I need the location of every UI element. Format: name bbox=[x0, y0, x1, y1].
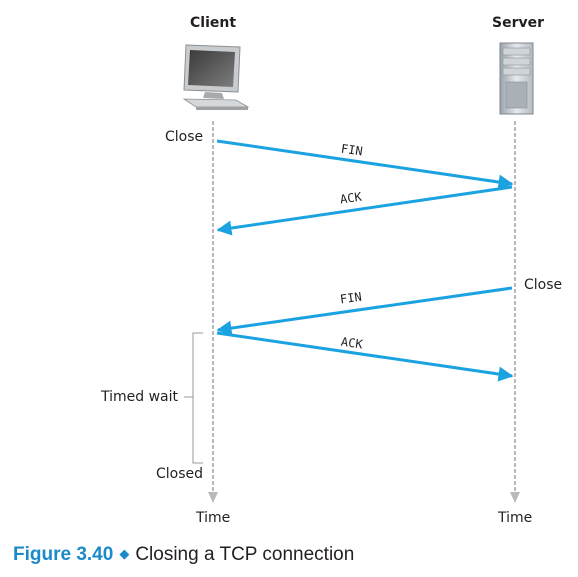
desktop-computer-icon bbox=[182, 44, 250, 110]
ack-arrow-client-to-server bbox=[216, 331, 514, 382]
timed-wait-label: Timed wait bbox=[101, 389, 179, 405]
server-time-label: Time bbox=[498, 510, 533, 526]
server-timeline-arrowhead bbox=[510, 492, 520, 503]
figure-number: Figure 3.40 bbox=[13, 544, 114, 565]
fin-arrow-server-to-client bbox=[216, 286, 513, 336]
client-label: Client bbox=[190, 15, 237, 31]
server-label: Server bbox=[492, 15, 545, 31]
server-tower-icon bbox=[499, 42, 534, 115]
message-label-fin-1: FIN bbox=[340, 141, 364, 159]
closed-label: Closed bbox=[156, 466, 204, 482]
diamond-icon: ◆ bbox=[119, 546, 130, 561]
message-label-fin-2: FIN bbox=[339, 289, 363, 307]
fin-arrow-client-to-server bbox=[216, 139, 514, 190]
client-close-label: Close bbox=[165, 129, 204, 145]
client-time-label: Time bbox=[196, 510, 231, 526]
figure-title: Closing a TCP connection bbox=[135, 544, 355, 565]
figure-caption: Figure 3.40 ◆ Closing a TCP connection bbox=[13, 544, 354, 566]
server-close-label: Close bbox=[524, 277, 563, 293]
ack-arrow-server-to-client bbox=[216, 185, 513, 236]
message-label-ack-2: ACK bbox=[340, 334, 364, 352]
timed-wait-bracket bbox=[192, 332, 203, 464]
message-label-ack-1: ACK bbox=[339, 189, 363, 207]
client-timeline-arrowhead bbox=[208, 492, 218, 503]
